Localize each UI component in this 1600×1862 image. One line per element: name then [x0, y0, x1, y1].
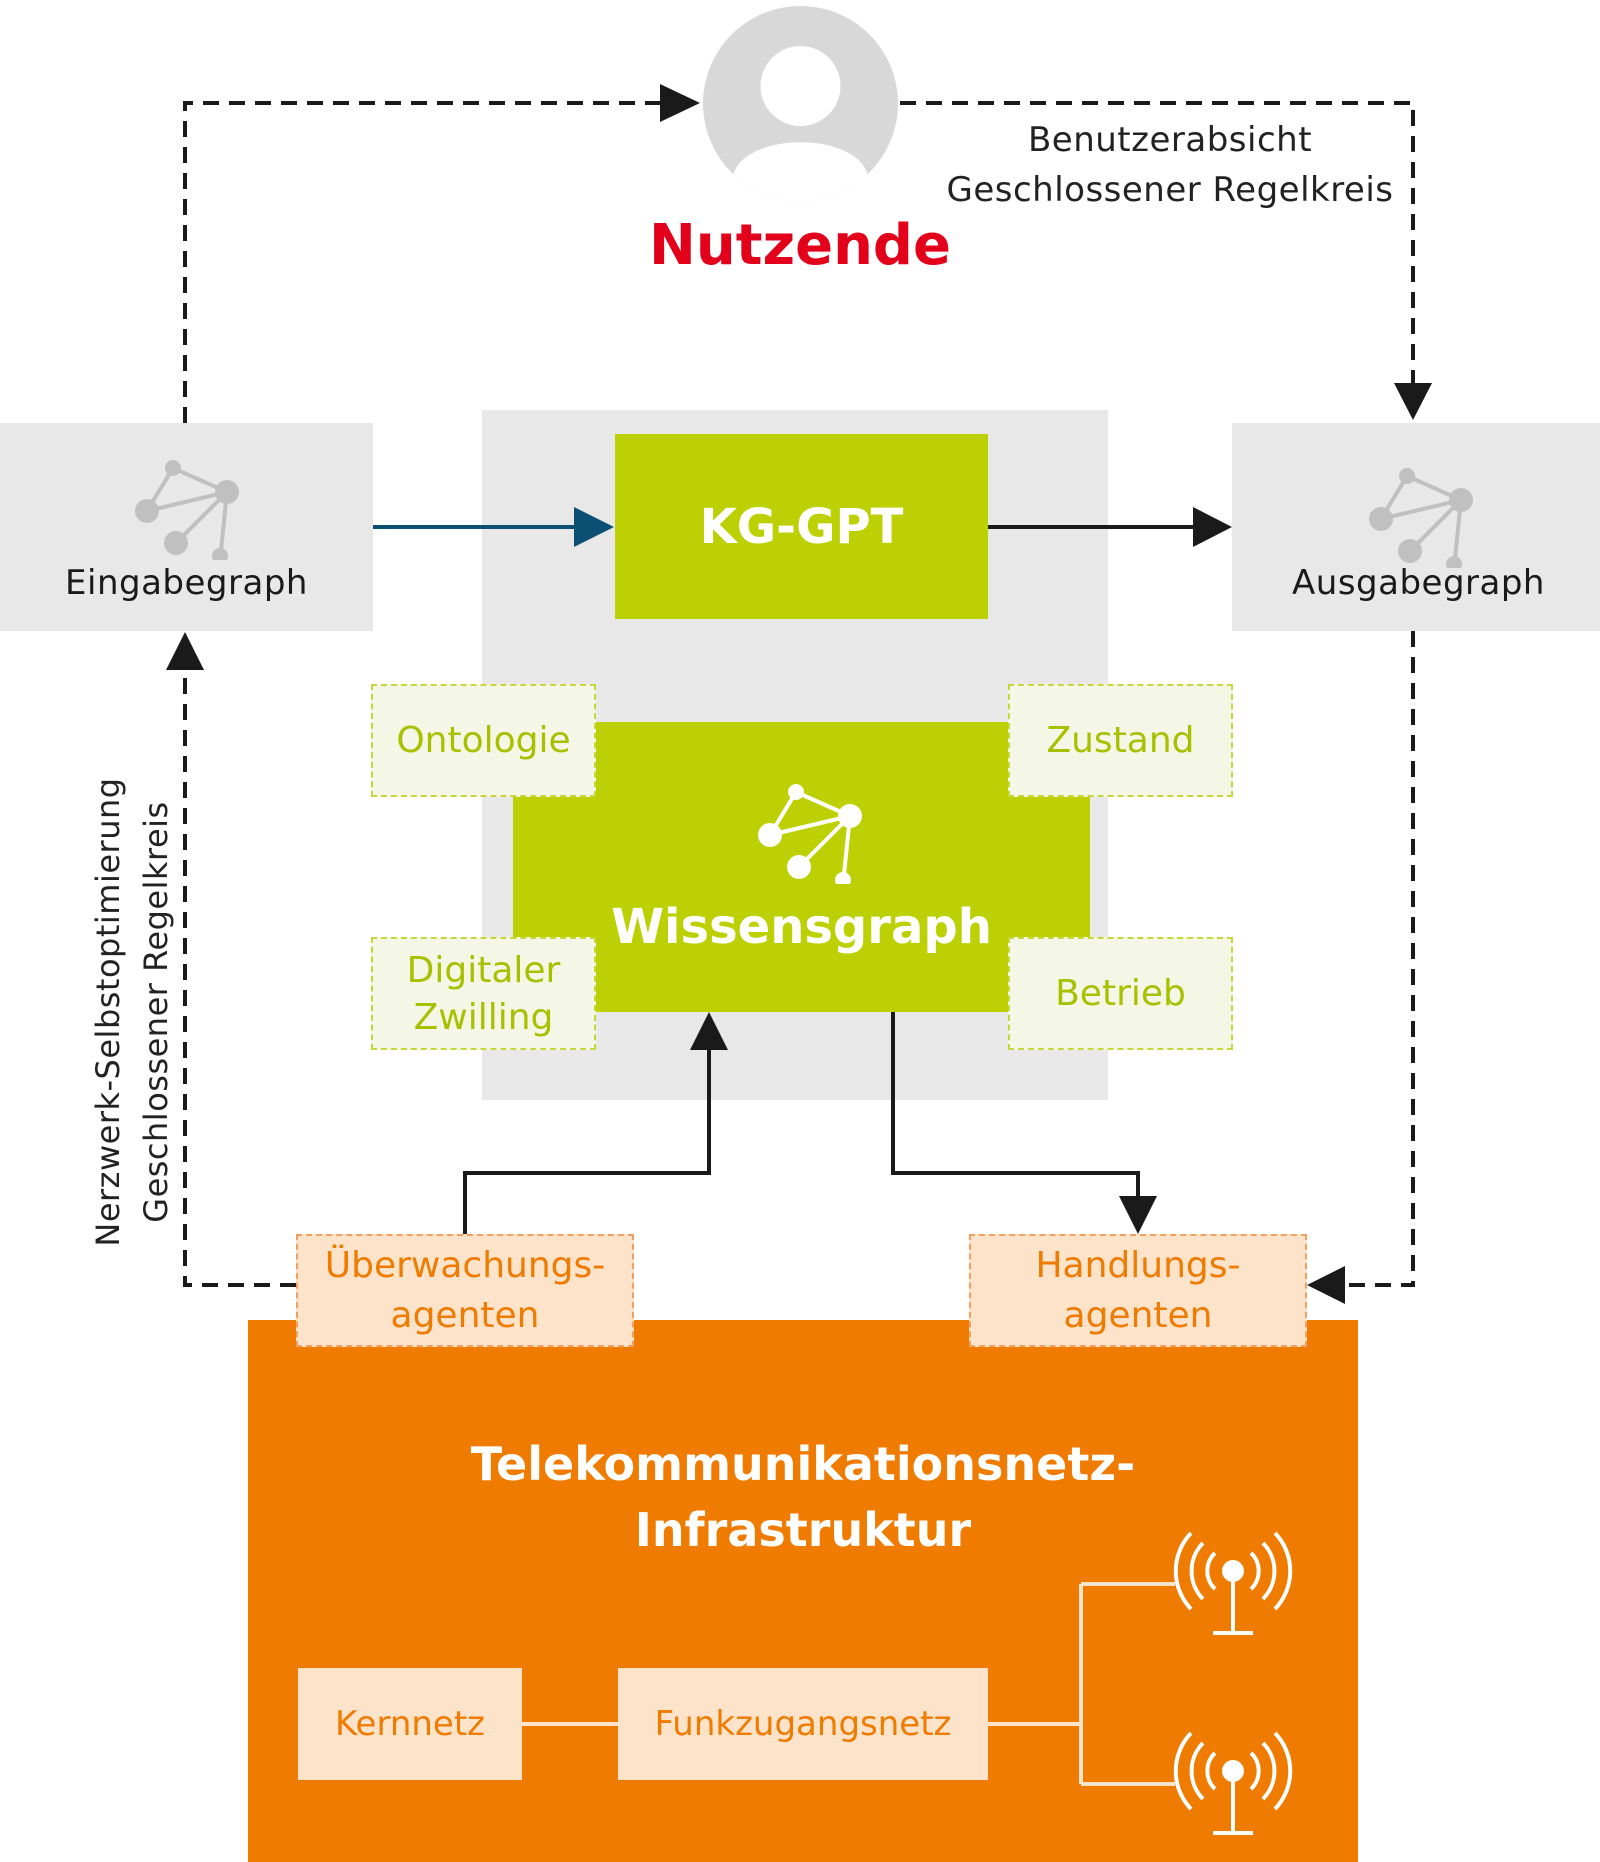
- digital-twin-label-line1: Digitaler: [406, 949, 561, 991]
- antenna-tower-icon: [1173, 1731, 1293, 1835]
- knowledge-graph-label: Wissensgraph: [611, 899, 992, 955]
- monitoring-agents-box: Überwachungs- agenten: [296, 1234, 634, 1347]
- output-to-action-connector: [1345, 631, 1415, 1287]
- user-loop-caption-line2: Geschlossener Regelkreis: [946, 170, 1394, 210]
- output-graph-box: Ausgabegraph: [1232, 423, 1600, 631]
- monitoring-to-kg-arrowhead: [690, 1012, 728, 1050]
- user-loop-caption: Benutzerabsicht Geschlossener Regelkreis: [920, 115, 1420, 215]
- antenna-tower-icon: [1173, 1531, 1293, 1635]
- digital-twin-box: Digitaler Zwilling: [371, 937, 596, 1050]
- user-loop-connector: [183, 101, 1415, 423]
- infrastructure-title-line1: Telekommunikationsnetz-: [470, 1437, 1136, 1491]
- knowledge-graph-box: Wissensgraph: [513, 722, 1090, 1012]
- output-to-action-arrowhead: [1307, 1266, 1345, 1304]
- user-loop-caption-line1: Benutzerabsicht: [1027, 120, 1313, 160]
- graph-nodes-icon: [758, 784, 862, 884]
- user-loop-arrowhead-down: [1394, 383, 1432, 420]
- state-box: Zustand: [1008, 684, 1233, 797]
- user-avatar-icon: [703, 6, 898, 201]
- state-label: Zustand: [1046, 720, 1195, 761]
- monitoring-agents-label-line1: Überwachungs-: [324, 1244, 606, 1286]
- network-loop-arrowhead-up: [166, 632, 204, 670]
- monitoring-agents-label-line2: agenten: [390, 1294, 540, 1336]
- kg-gpt-label: KG-GPT: [699, 498, 904, 555]
- kg-to-action-arrowhead: [1119, 1196, 1157, 1234]
- network-loop-connector: [183, 670, 296, 1287]
- action-agents-label-line2: agenten: [1063, 1294, 1213, 1336]
- network-loop-caption-line2: Geschlossener Regelkreis: [137, 801, 175, 1223]
- input-to-kggpt-arrowhead: [574, 507, 614, 547]
- monitoring-to-kg-connector: [463, 1048, 711, 1234]
- ontology-box: Ontologie: [371, 684, 596, 797]
- user-loop-arrowhead-right: [660, 84, 700, 122]
- operation-box: Betrieb: [1008, 937, 1233, 1050]
- network-loop-caption-line1: Nerzwerk-Selbstoptimierung: [89, 777, 127, 1247]
- infrastructure-block: Telekommunikationsnetz- Infrastruktur Ke…: [248, 1320, 1358, 1862]
- core-network-label: Kernnetz: [334, 1704, 486, 1744]
- network-loop-caption: Nerzwerk-Selbstoptimierung Geschlossener…: [84, 772, 180, 1252]
- kg-gpt-box: KG-GPT: [615, 434, 988, 619]
- graph-nodes-icon: [135, 460, 239, 560]
- ontology-label: Ontologie: [396, 720, 571, 761]
- input-graph-box: Eingabegraph: [0, 423, 373, 631]
- digital-twin-label-line2: Zwilling: [413, 996, 554, 1038]
- output-graph-label: Ausgabegraph: [1292, 563, 1545, 603]
- kg-to-action-connector: [891, 1012, 1140, 1196]
- user-title: Nutzende: [648, 212, 951, 278]
- person-silhouette-icon: [733, 46, 868, 201]
- graph-nodes-icon: [1369, 468, 1473, 568]
- radio-access-network-label: Funkzugangsnetz: [654, 1704, 952, 1744]
- input-graph-label: Eingabegraph: [65, 563, 308, 603]
- radio-access-network-box: Funkzugangsnetz: [618, 1668, 988, 1780]
- infrastructure-title: Telekommunikationsnetz- Infrastruktur: [248, 1427, 1358, 1567]
- core-network-box: Kernnetz: [298, 1668, 522, 1780]
- operation-label: Betrieb: [1055, 973, 1186, 1014]
- kggpt-to-output-arrowhead: [1193, 507, 1232, 547]
- network-links: [522, 1582, 1175, 1786]
- action-agents-box: Handlungs- agenten: [969, 1234, 1307, 1347]
- infrastructure-title-line2: Infrastruktur: [634, 1503, 972, 1557]
- action-agents-label-line1: Handlungs-: [1035, 1244, 1241, 1286]
